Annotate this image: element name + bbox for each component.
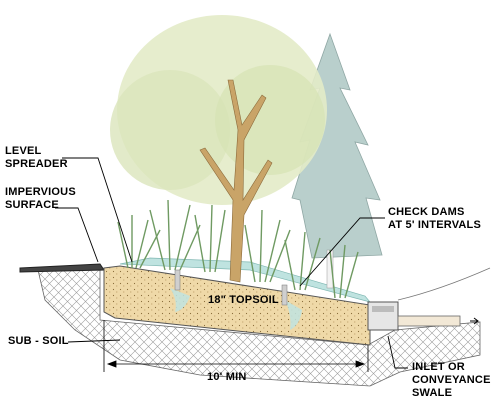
- level-spreader-label: LEVEL SPREADER: [5, 145, 68, 171]
- check-dam-stakes: [174, 269, 288, 306]
- inlet-label: INLET OR CONVEYANCE SWALE: [412, 361, 491, 400]
- impervious-surface-label: IMPERVIOUS SURFACE: [5, 186, 76, 212]
- impervious-line1: IMPERVIOUS: [5, 186, 76, 198]
- level-spreader-line2: SPREADER: [5, 158, 68, 170]
- width-dimension: [103, 320, 369, 372]
- leader-lines: [55, 157, 408, 369]
- impervious-surface: [19, 263, 105, 273]
- inlet-line3: SWALE: [412, 387, 453, 399]
- topsoil-bed: [103, 265, 371, 346]
- deciduous-tree: [110, 15, 327, 283]
- sub-soil-label: SUB - SOIL: [8, 335, 69, 347]
- check-dams-line1: CHECK DAMS: [388, 206, 465, 218]
- impervious-line2: SURFACE: [5, 199, 59, 211]
- check-dams-line2: AT 5' INTERVALS: [388, 219, 482, 231]
- min-width-label: 10' MIN: [207, 371, 247, 383]
- inlet-line2: CONVEYANCE: [412, 374, 491, 386]
- grass-plantings: [117, 199, 359, 299]
- inlet-line1: INLET OR: [412, 361, 465, 373]
- topsoil-label: 18" TOPSOIL: [208, 294, 279, 306]
- infiltration-water: [119, 257, 371, 330]
- level-spreader-line1: LEVEL: [5, 145, 42, 157]
- inlet-structure: [367, 267, 491, 331]
- sub-soil-area: [37, 265, 481, 387]
- check-dams-label: CHECK DAMS AT 5' INTERVALS: [388, 206, 481, 232]
